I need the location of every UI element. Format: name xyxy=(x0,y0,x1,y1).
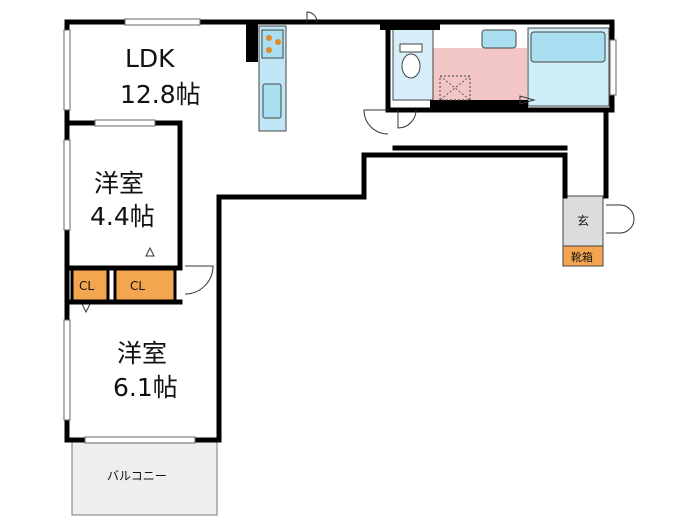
washbasin-icon xyxy=(481,29,517,49)
wall-block-3 xyxy=(430,100,528,110)
toilet-bowl-icon xyxy=(401,53,421,79)
western-room-1-name: 洋室 xyxy=(94,169,144,198)
western-room-2-name: 洋室 xyxy=(117,339,167,368)
closet-1-label: CL xyxy=(79,279,94,293)
western-room-1-size: 4.4帖 xyxy=(90,202,155,231)
ldk-name: LDK xyxy=(125,44,175,73)
bathtub-basin xyxy=(530,31,606,63)
sink-basin xyxy=(262,83,282,119)
entrance-floor xyxy=(562,195,604,247)
entrance-label: 玄 xyxy=(577,213,589,228)
washer-pan xyxy=(439,75,471,101)
windows xyxy=(63,18,617,444)
doors xyxy=(81,11,635,314)
burner-icon xyxy=(275,39,281,45)
balcony-area xyxy=(71,438,218,516)
wall-block xyxy=(246,22,258,62)
burner-icon xyxy=(266,47,272,53)
washer-cross xyxy=(439,75,471,101)
washroom-floor xyxy=(433,48,527,108)
balcony-label: バルコニー xyxy=(107,469,167,483)
shoe-box xyxy=(562,245,604,267)
burner-icon xyxy=(266,35,272,41)
ldk-size: 12.8帖 xyxy=(120,80,201,109)
washer-cross xyxy=(439,75,471,101)
closet-2-label: CL xyxy=(130,279,145,293)
shoe-box-label: 靴箱 xyxy=(571,250,593,264)
wall-block-2 xyxy=(380,22,440,30)
toilet-tank xyxy=(399,43,423,53)
western-room-2-size: 6.1帖 xyxy=(113,373,178,402)
